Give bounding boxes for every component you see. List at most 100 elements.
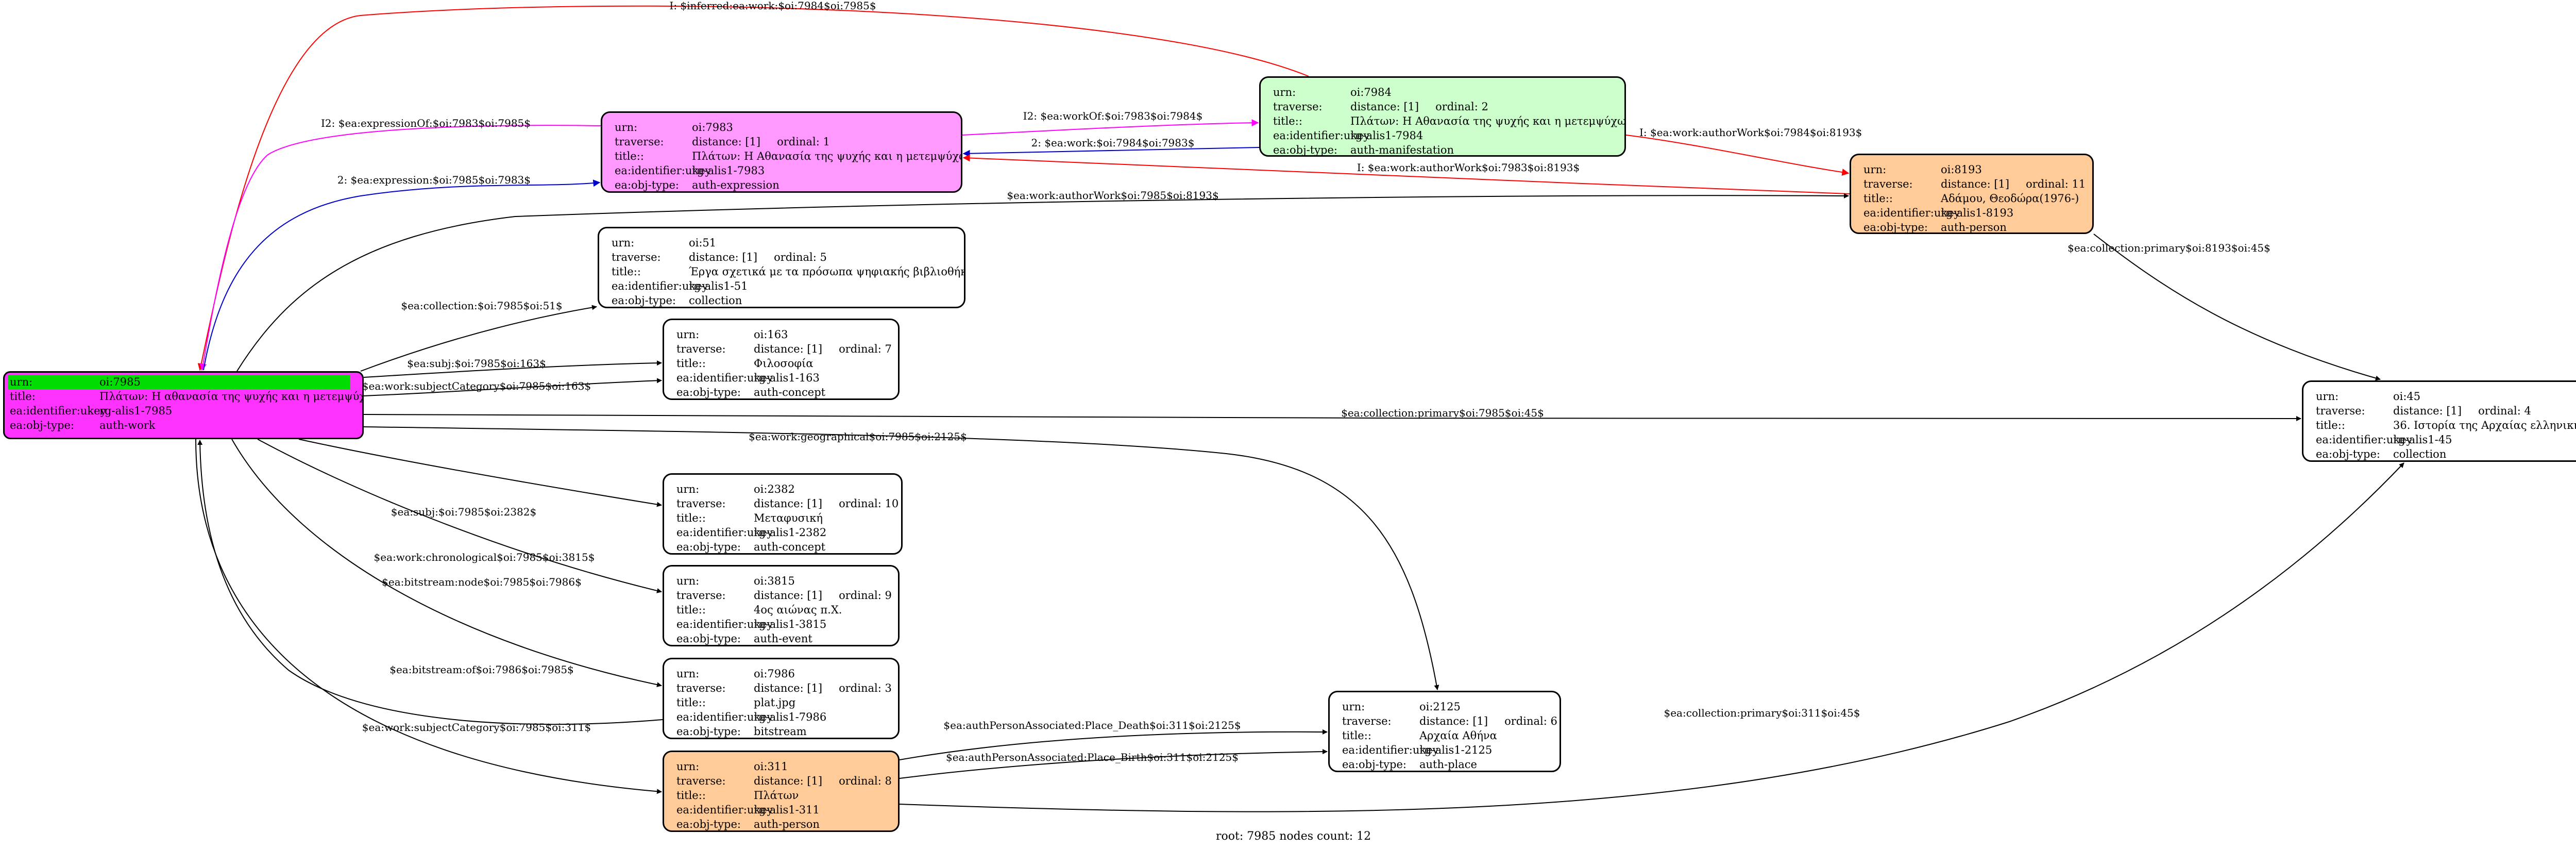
node-field-row: title::Πλάτων: Η Αθανασία της ψυχής και … <box>613 149 961 163</box>
node-field-row: traverse: distance: [1]ordinal: 1 <box>613 135 951 149</box>
node-field-value: auth-person <box>1941 221 2082 232</box>
edge-label: $ea:collection:primary$oi:7985$oi:45$ <box>1341 407 1544 419</box>
node-field-value-text: distance: [1] <box>2393 405 2462 417</box>
node-field-key: traverse: <box>615 136 664 148</box>
edge-label: $ea:collection:$oi:7985$oi:51$ <box>401 299 562 312</box>
node-field-value-text: oi:3815 <box>754 575 795 587</box>
edge-label: $ea:work:chronological$oi:7985$oi:3815$ <box>374 551 595 563</box>
node-field-key: title:: <box>676 696 706 709</box>
node-field-value: oi:3815 <box>754 575 888 587</box>
node-field-key: urn: <box>676 483 700 495</box>
node-field-value-text: distance: [1] <box>754 343 823 355</box>
node-field-value-text: Πλάτων: Η αθανασία της ψυχής και η μετεμ… <box>99 390 364 403</box>
edge-line <box>203 179 601 371</box>
node-field-value: Πλάτων <box>754 789 888 802</box>
node-field-value: Πλάτων: Η αθανασία της ψυχής και η μετεμ… <box>99 390 364 403</box>
node-field-value-text: auth-work <box>99 419 156 431</box>
node-field-ordinal: ordinal: 9 <box>839 589 892 602</box>
node-field-value-text: collection <box>2393 448 2447 460</box>
edge-line <box>360 305 597 372</box>
node-field-key: ea:identifier:ukey <box>676 711 773 723</box>
node-field-value: rg-alis1-51 <box>689 280 954 292</box>
node-field-value-text: Αρχαία Αθήνα <box>1419 729 1497 742</box>
node-field-value-text: distance: [1] <box>692 136 761 148</box>
edge-line <box>899 462 2404 812</box>
node-field-value-text: oi:2382 <box>754 483 795 495</box>
node-field-key: title:: <box>676 512 706 524</box>
edge-line <box>363 414 2301 421</box>
node-field-value-text: Πλάτων: Η Αθανασία της ψυχής και η μετεμ… <box>692 150 962 162</box>
node-field-ordinal: ordinal: 5 <box>774 251 827 263</box>
node-field-value-text: distance: [1] <box>754 775 823 787</box>
edge-label: 2: $ea:work:$oi:7984$oi:7983$ <box>1031 137 1195 149</box>
node-field-value-text: distance: [1] <box>754 682 823 694</box>
node-field-value: Μεταφυσική <box>754 512 891 524</box>
node-field-key: ea:obj-type: <box>615 179 679 191</box>
node-field-value: oi:311 <box>754 760 888 773</box>
node-field-key: traverse: <box>676 589 726 602</box>
node-field-value: 36. Ιστορία της Αρχαίας ελληνικής φιλοσο… <box>2393 419 2576 431</box>
edge-line <box>236 193 1849 372</box>
node-field-value: rg-alis1-163 <box>754 372 888 384</box>
node-field-key: urn: <box>1342 701 1365 713</box>
edge-line <box>195 439 662 794</box>
edge-line <box>363 426 1439 690</box>
node-field-value-text: plat.jpg <box>754 696 796 709</box>
node-field-value: rg-alis1-7983 <box>692 164 951 177</box>
edge-line <box>298 439 662 507</box>
node-field-key: ea:identifier:ukey <box>2316 434 2413 446</box>
node-field-key: ea:identifier:ukey <box>676 618 773 630</box>
node-field-value-text: Έργα σχετικά με τα πρόσωπα ψηφιακής βιβλ… <box>689 265 965 278</box>
node-field-row: title:Πλάτων: Η αθανασία της ψυχής και η… <box>8 389 362 404</box>
node-field-row: urn:oi:7983 <box>613 120 951 135</box>
node-field-value: auth-place <box>1419 758 1549 771</box>
node-field-key: ea:obj-type: <box>2316 448 2380 460</box>
node-field-row: title::36. Ιστορία της Αρχαίας ελληνικής… <box>2314 418 2576 432</box>
node-field-value-text: oi:7983 <box>692 121 733 134</box>
edge-label: I2: $ea:expressionOf:$oi:7983$oi:7985$ <box>321 117 531 129</box>
node-field-key: title:: <box>615 150 644 162</box>
node-field-row: ea:obj-type:auth-concept <box>674 540 891 553</box>
node-field-value-text: rg-alis1-51 <box>689 280 748 292</box>
node-field-row: ea:obj-type:auth-person <box>1861 220 2082 232</box>
node-field-row: title::Μεταφυσική <box>674 511 891 525</box>
edge-line <box>899 729 1328 760</box>
node-field-value: oi:163 <box>754 328 888 341</box>
node-field-value-text: Πλάτων: Η Αθανασία της ψυχής και η μετεμ… <box>1350 115 1626 127</box>
node-field-key: ea:identifier:ukey <box>676 526 773 539</box>
node-field-key: urn: <box>676 575 700 587</box>
node-field-value: distance: [1]ordinal: 1 <box>692 136 951 148</box>
node-field-value-text: oi:8193 <box>1941 163 1982 176</box>
node-field-key: ea:identifier:ukey <box>1273 129 1370 142</box>
node-field-value-text: rg-alis1-7986 <box>754 711 827 723</box>
node-field-row: ea:obj-type:auth-work <box>8 418 359 432</box>
node-field-key: ea:obj-type: <box>676 541 741 553</box>
node-field-key: title:: <box>2316 419 2345 431</box>
node-field-value: auth-event <box>754 632 888 645</box>
node-field-ordinal: ordinal: 11 <box>2026 178 2086 190</box>
node-field-value: distance: [1]ordinal: 11 <box>1941 178 2086 190</box>
node-field-value-text: auth-place <box>1419 758 1477 771</box>
node-field-value-text: distance: [1] <box>1419 715 1488 727</box>
node-field-value-text: Φιλοσοφία <box>754 357 814 370</box>
edge-label: $ea:collection:primary$oi:311$oi:45$ <box>1664 707 1860 719</box>
node-field-row: title::plat.jpg <box>674 695 888 710</box>
node-field-row: title::Φιλοσοφία <box>674 356 888 371</box>
node-field-value-text: auth-manifestation <box>1350 144 1454 156</box>
